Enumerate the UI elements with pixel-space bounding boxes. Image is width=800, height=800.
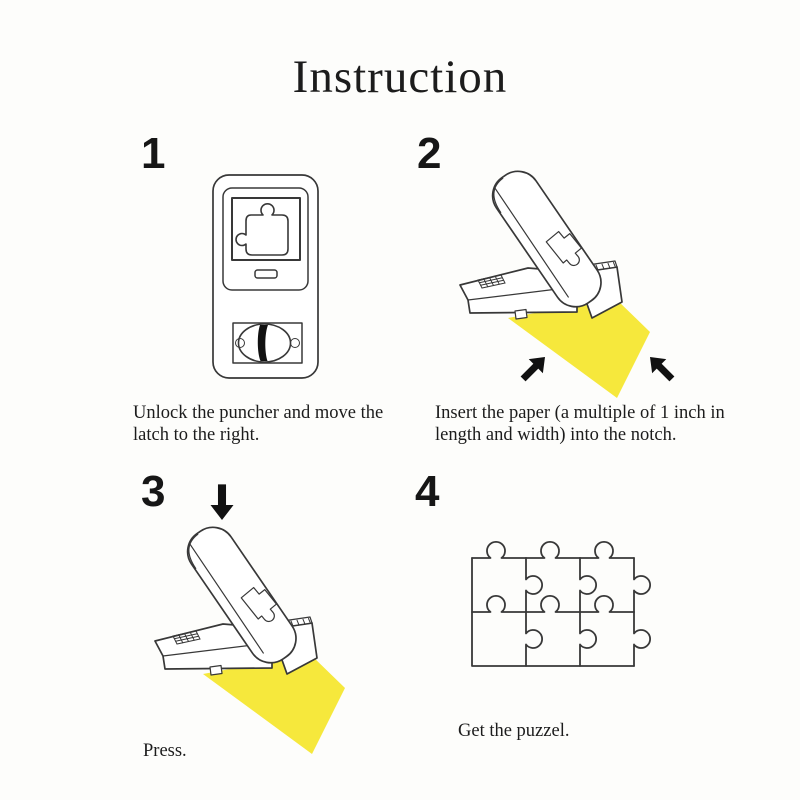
puzzle-window bbox=[231, 197, 301, 261]
slot bbox=[254, 269, 278, 279]
arrow-up-right-icon bbox=[520, 357, 545, 382]
puncher-top-panel bbox=[222, 187, 309, 291]
open-puncher bbox=[459, 161, 651, 399]
open-puncher bbox=[154, 517, 346, 755]
puncher-open-illustration bbox=[459, 161, 675, 399]
step-3-caption: Press. bbox=[143, 741, 187, 761]
step-4-caption: Get the puzzel. bbox=[458, 721, 570, 741]
step-1-number: 1 bbox=[141, 129, 166, 178]
lock-bar bbox=[257, 325, 268, 361]
arrow-down-icon bbox=[210, 484, 234, 520]
lock-latch bbox=[232, 322, 303, 364]
page-title: Instruction bbox=[292, 51, 508, 103]
arrow-up-left-icon bbox=[650, 357, 675, 382]
puncher-press-illustration bbox=[154, 484, 346, 755]
puzzle-pieces bbox=[471, 540, 652, 667]
step-4-number: 4 bbox=[415, 467, 440, 516]
screw-right bbox=[290, 338, 300, 348]
puzzle-piece-outline bbox=[235, 203, 289, 256]
step-2-caption: Insert the paper (a multiple of 1 inch i… bbox=[435, 403, 725, 445]
puncher-front-illustration bbox=[212, 174, 319, 379]
puzzle-grid-illustration bbox=[471, 540, 652, 667]
lock-plate bbox=[232, 322, 303, 364]
step-2-number: 2 bbox=[417, 129, 442, 178]
step-1-caption: Unlock the puncher and move the latch to… bbox=[133, 403, 384, 445]
screw-left bbox=[235, 338, 245, 348]
step-3-number: 3 bbox=[141, 467, 166, 516]
